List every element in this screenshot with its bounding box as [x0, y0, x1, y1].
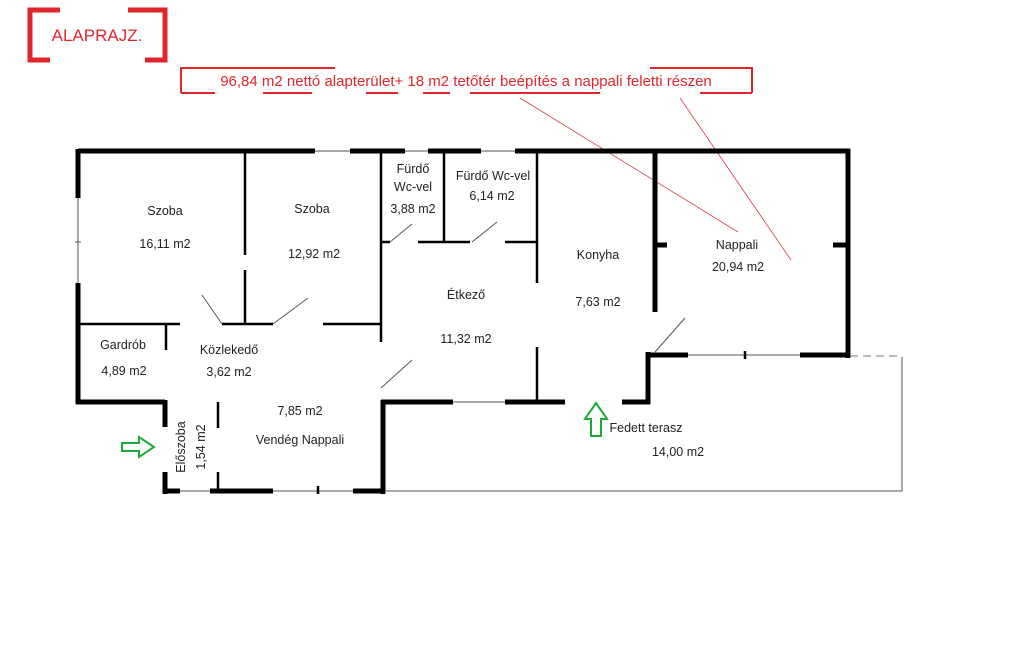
headline-text: 96,84 m2 nettó alapterület+ 18 m2 tetőté…	[220, 73, 712, 90]
svg-text:7,63 m2: 7,63 m2	[575, 295, 620, 309]
svg-text:3,88 m2: 3,88 m2	[390, 202, 435, 216]
svg-text:Nappali: Nappali	[716, 238, 758, 252]
terrace-entrance-arrow-icon	[583, 401, 609, 437]
svg-text:16,11 m2: 16,11 m2	[139, 237, 190, 251]
room-nappali: Nappali 20,94 m2	[712, 238, 764, 274]
room-gardrob: Gardrób 4,89 m2	[100, 338, 147, 378]
svg-text:Fürdő Wc-vel: Fürdő Wc-vel	[456, 169, 530, 183]
svg-text:6,14 m2: 6,14 m2	[469, 189, 514, 203]
entrance-arrow-icon	[121, 435, 156, 459]
room-fedett-terasz: Fedett terasz 14,00 m2	[610, 421, 705, 459]
room-konyha: Konyha 7,63 m2	[575, 248, 620, 309]
room-etkezo: Étkező 11,32 m2	[440, 287, 491, 346]
svg-text:Konyha: Konyha	[577, 248, 619, 262]
svg-text:12,92 m2: 12,92 m2	[288, 247, 340, 261]
svg-text:20,94 m2: 20,94 m2	[712, 260, 764, 274]
room-szoba-1: Szoba 16,11 m2	[139, 204, 190, 251]
svg-text:Gardrób: Gardrób	[100, 338, 146, 352]
svg-text:Közlekedő: Közlekedő	[200, 343, 258, 357]
svg-text:7,85 m2: 7,85 m2	[277, 404, 322, 418]
room-eloszoba: Előszoba 1,54 m2	[174, 421, 208, 472]
svg-text:Szoba: Szoba	[294, 202, 329, 216]
svg-text:Fedett terasz: Fedett terasz	[610, 421, 683, 435]
svg-text:4,89 m2: 4,89 m2	[101, 364, 146, 378]
svg-text:Szoba: Szoba	[147, 204, 182, 218]
pointer-line	[519, 97, 739, 233]
headline-box: 96,84 m2 nettó alapterület+ 18 m2 tetőté…	[180, 67, 753, 94]
walls	[75, 148, 903, 494]
room-furdo-2: Fürdő Wc-vel 6,14 m2	[456, 169, 530, 203]
room-furdo-1: Fürdő Wc-vel 3,88 m2	[390, 162, 435, 216]
svg-text:Wc-vel: Wc-vel	[394, 180, 432, 194]
room-szoba-2: Szoba 12,92 m2	[288, 202, 340, 261]
logo: ALAPRAJZ.	[27, 7, 168, 63]
svg-text:1,54 m2: 1,54 m2	[194, 424, 208, 469]
svg-text:Étkező: Étkező	[447, 287, 485, 302]
svg-text:Fürdő: Fürdő	[397, 162, 430, 176]
svg-text:14,00 m2: 14,00 m2	[652, 445, 704, 459]
svg-text:Vendég Nappali: Vendég Nappali	[256, 433, 344, 447]
svg-text:3,62 m2: 3,62 m2	[206, 365, 251, 379]
room-vendeg-nappali: Vendég Nappali 7,85 m2	[256, 404, 344, 447]
room-kozlekedo: Közlekedő 3,62 m2	[200, 343, 258, 379]
pointer-line	[679, 97, 792, 261]
svg-text:Előszoba: Előszoba	[174, 421, 188, 472]
svg-text:11,32 m2: 11,32 m2	[440, 332, 491, 346]
logo-text: ALAPRAJZ.	[52, 26, 143, 45]
